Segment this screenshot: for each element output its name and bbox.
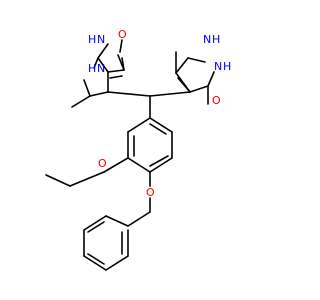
molecule-diagram: O H N H N N H N H O O O [45, 28, 231, 271]
atom-o-benzyl: O [146, 186, 155, 199]
atom-o-right: O [212, 94, 221, 107]
atom-nh-top1-n: N [97, 33, 105, 46]
atom-nh-top2-h: H [88, 62, 96, 75]
bond-lines [45, 39, 215, 271]
atom-nh-top1-h: H [88, 33, 96, 46]
atom-nh-right1-h: H [212, 33, 220, 46]
atom-labels: O H N H N N H N H O O O [88, 28, 231, 199]
atom-o-ethoxy: O [98, 157, 107, 170]
atom-o-top: O [118, 28, 127, 41]
atom-nh-right1-n: N [203, 33, 211, 46]
atom-nh-top2-n: N [97, 62, 105, 75]
atom-nh-right2-n: N [214, 60, 222, 73]
atom-nh-right2-h: H [223, 60, 231, 73]
